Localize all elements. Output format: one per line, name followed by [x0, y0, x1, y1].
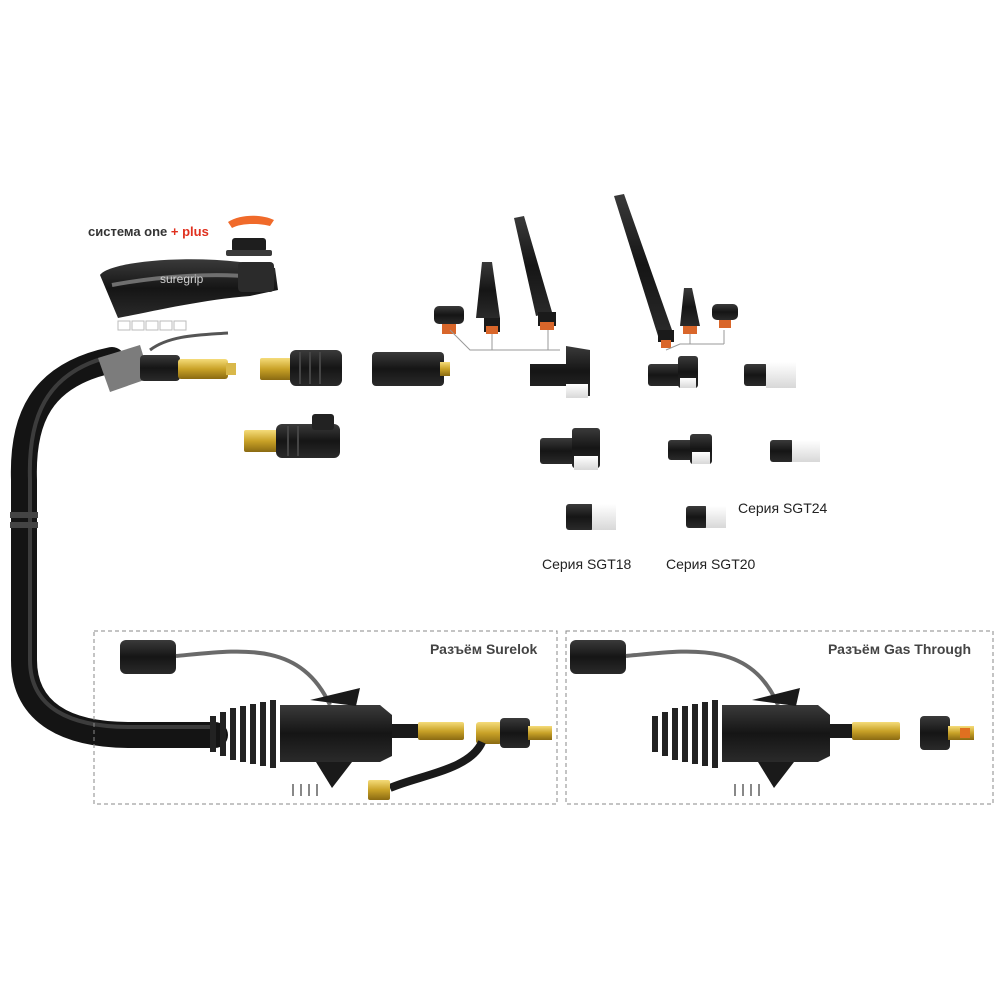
control-lead [175, 649, 332, 706]
surelok-connector [120, 640, 552, 800]
sgt20-group [614, 194, 738, 528]
head-straight-sgt24 [770, 440, 820, 462]
head-angle-sgt18 [540, 428, 600, 470]
back-cap-long [514, 216, 556, 330]
system-label: система one + plus [88, 224, 209, 239]
torch-head-sgt18 [530, 346, 590, 398]
clip-set [117, 320, 187, 331]
sgt18-group [434, 216, 616, 530]
system-label-text: система one [88, 224, 168, 239]
cable-ring [10, 522, 38, 528]
series-label-sgt20: Серия SGT20 [666, 556, 756, 572]
connector-body [722, 705, 830, 762]
head-straight-sgt18 [566, 504, 616, 530]
handle-brand: suregrip [160, 272, 204, 286]
switch-parts [226, 215, 274, 256]
torch-body-sleeve [372, 352, 450, 386]
back-cap-xlong [614, 194, 674, 348]
adapter-angled [244, 414, 340, 458]
back-cap-medium-2 [680, 288, 700, 334]
head-straight-sgt20 [686, 506, 726, 528]
power-pin [418, 722, 464, 740]
gas-through-adapter [920, 716, 974, 750]
sgt24-group [744, 362, 820, 462]
back-cap-medium [476, 262, 500, 334]
main-cable [10, 347, 228, 748]
connector-title-surelok: Разъём Surelok [430, 641, 538, 657]
adapter-straight [260, 350, 342, 386]
system-label-plus: + plus [170, 224, 209, 239]
control-plug [570, 640, 626, 674]
control-plug [120, 640, 176, 674]
torch-head-sgt20 [648, 356, 698, 388]
connector-title-gas-through: Разъём Gas Through [828, 641, 972, 657]
gas-fitting [368, 780, 390, 800]
cable-ring [10, 512, 38, 518]
torch-head-sgt24 [744, 362, 796, 388]
brass-fitting [178, 359, 228, 379]
control-wire [149, 331, 229, 352]
screws [734, 784, 760, 796]
series-label-sgt24: Серия SGT24 [738, 500, 828, 516]
strain-relief-spring [652, 700, 718, 768]
switch-trigger [228, 215, 274, 228]
series-label-sgt18: Серия SGT18 [542, 556, 632, 572]
power-pin [852, 722, 900, 740]
handle-suregrip [100, 259, 278, 318]
screws [292, 784, 318, 796]
back-cap-short-2 [712, 304, 738, 328]
gas-hose [388, 740, 486, 792]
gas-through-connector [570, 640, 974, 796]
control-lead [625, 649, 780, 706]
switch-button [232, 238, 266, 252]
head-angle-sgt20 [668, 434, 712, 464]
cable-head [98, 331, 236, 392]
strain-relief-spring [210, 700, 276, 768]
connector-box-gas-through [565, 630, 994, 805]
connector-box-surelok [93, 630, 558, 805]
back-cap-short [434, 306, 464, 334]
connector-body [280, 705, 392, 762]
gas-adapter [476, 718, 552, 748]
